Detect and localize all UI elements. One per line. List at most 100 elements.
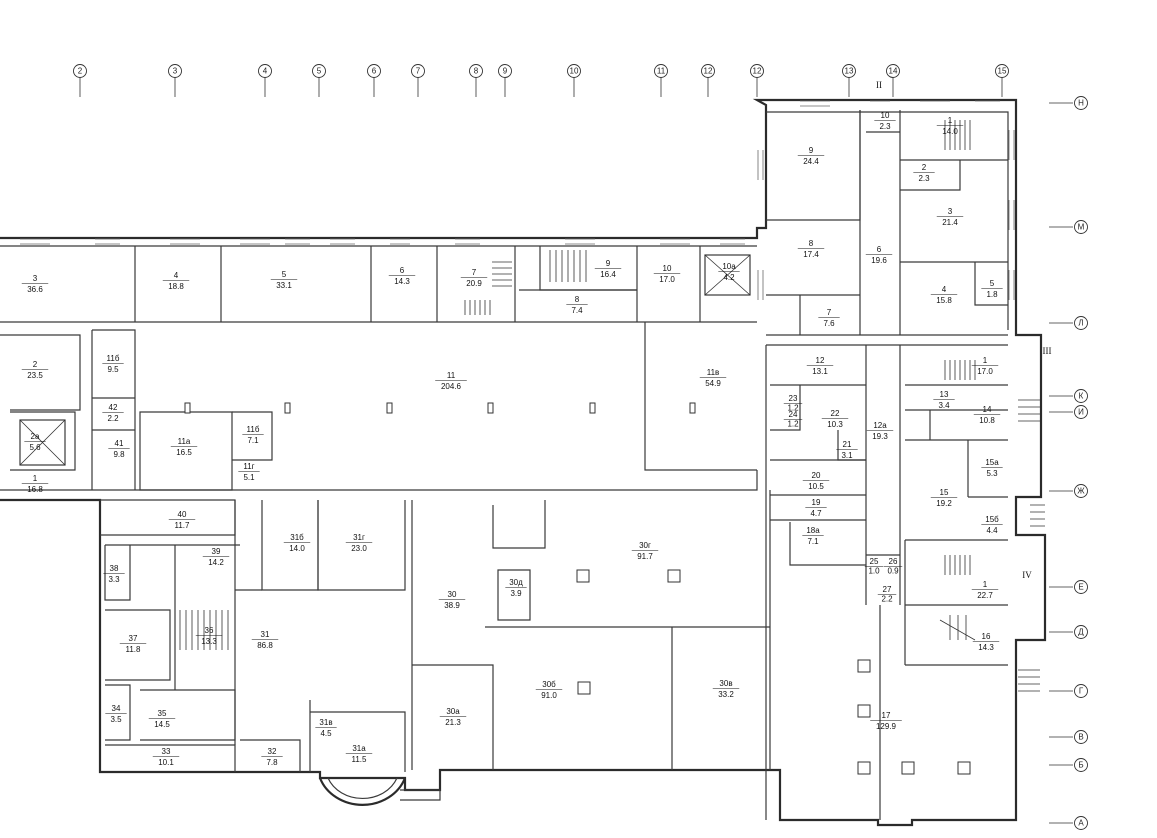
axis-label: 12	[753, 67, 762, 76]
room-area: 1.2	[787, 420, 799, 429]
axis-marker-top: 12	[750, 64, 764, 97]
axis-marker-top: 15	[995, 64, 1009, 97]
room-area: 21.3	[445, 718, 461, 727]
room-number: 11г	[243, 462, 254, 471]
room-label: 51.8	[981, 279, 1003, 299]
room-number: 31в	[319, 718, 332, 727]
axis-marker-right: Е	[1049, 580, 1088, 594]
room-label: 336.6	[21, 274, 49, 294]
axis-marker-right: В	[1049, 730, 1088, 744]
room-area: 5.3	[986, 469, 998, 478]
room-label: 213.1	[836, 440, 858, 460]
room-number: 11	[447, 371, 456, 380]
room-area: 7.6	[823, 319, 835, 328]
axis-bubble	[1074, 684, 1088, 698]
axis-label: 4	[263, 67, 268, 76]
room-number: 26	[889, 557, 898, 566]
axis-label: К	[1079, 392, 1084, 401]
axis-label: 11	[657, 67, 666, 76]
axis-marker-right: Д	[1049, 625, 1088, 639]
room-number: 6	[877, 245, 882, 254]
room-label: 194.7	[805, 498, 827, 518]
room-label: 22.3	[913, 163, 935, 183]
room-number: 27	[883, 585, 892, 594]
room-area: 14.2	[208, 558, 224, 567]
stairs	[179, 120, 1045, 692]
room-area: 1.2	[787, 404, 799, 413]
room-number: 15б	[985, 515, 999, 524]
room-number: 3	[33, 274, 38, 283]
section-mark: III	[1043, 346, 1052, 356]
room-number: 36	[205, 626, 214, 635]
room-number: 41	[115, 439, 124, 448]
room-number: 30а	[446, 707, 460, 716]
room-area: 5.1	[243, 473, 255, 482]
room-number: 12а	[873, 421, 887, 430]
room-label: 419.8	[108, 439, 130, 459]
room-number: 30в	[719, 679, 732, 688]
axis-bubble	[1074, 405, 1088, 419]
room-area: 2.2	[107, 414, 119, 423]
axis-marker-right: К	[1049, 389, 1088, 403]
room-area: 9.5	[107, 365, 119, 374]
room-number: 31г	[353, 533, 365, 542]
room-area: 10.3	[827, 420, 843, 429]
room-number: 3	[948, 207, 953, 216]
room-number: 8	[575, 295, 580, 304]
axis-bubble	[701, 64, 715, 78]
axis-bubble	[750, 64, 764, 78]
room-area: 16.5	[176, 448, 192, 457]
room-number: 1	[33, 474, 38, 483]
room-number: 12	[816, 356, 825, 365]
room-area: 3.9	[510, 589, 522, 598]
room-area: 2.3	[879, 122, 891, 131]
room-label: 87.4	[566, 295, 588, 315]
section-marks: II III IV	[876, 80, 1052, 580]
room-number: 38	[110, 564, 119, 573]
axis-bubble	[1074, 730, 1088, 744]
axis-marker-top: 7	[411, 64, 425, 97]
room-number: 42	[109, 403, 118, 412]
room-area: 13.3	[201, 637, 217, 646]
room-number: 10а	[722, 262, 736, 271]
room-number: 30д	[509, 578, 523, 587]
axis-marker-top: 6	[367, 64, 381, 97]
axis-marker-right: М	[1049, 220, 1088, 234]
room-area: 7.4	[571, 306, 583, 315]
room-number: 37	[129, 634, 138, 643]
room-area: 23.5	[27, 371, 43, 380]
room-number: 22	[831, 409, 840, 418]
room-number: 30	[448, 590, 457, 599]
room-label: 117.0	[971, 356, 999, 376]
room-label: 327.8	[261, 747, 283, 767]
building-walls	[0, 98, 1047, 827]
room-number: 7	[472, 268, 477, 277]
room-label: 916.4	[594, 259, 622, 279]
room-area: 11.7	[175, 521, 191, 530]
room-number: 1	[948, 116, 953, 125]
room-label: 12 13.1	[806, 356, 834, 376]
room-area: 16.4	[600, 270, 616, 279]
room-area: 18.8	[168, 282, 184, 291]
axis-label: Г	[1079, 687, 1084, 696]
room-number: 2а	[31, 432, 40, 441]
room-area: 4.5	[320, 729, 332, 738]
room-area: 9.8	[113, 450, 125, 459]
room-area: 13.1	[812, 367, 828, 376]
room-area: 10.5	[808, 482, 824, 491]
room-label: 533.1	[270, 270, 298, 290]
room-label: 924.4	[797, 146, 825, 166]
room-area: 2.3	[918, 174, 930, 183]
